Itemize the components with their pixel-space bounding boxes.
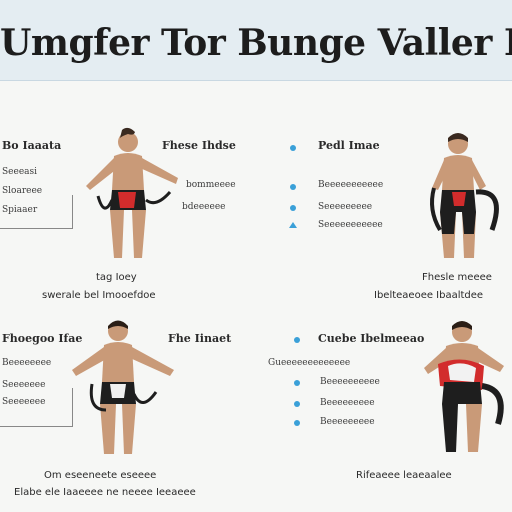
person-figure <box>430 133 499 258</box>
bullet-dot <box>294 401 300 407</box>
label: Sloareee <box>2 186 43 196</box>
label: Seeeasi <box>2 167 38 177</box>
caption: Fhesle meeee <box>422 272 492 283</box>
label: Beeeeeeeee <box>320 417 375 427</box>
label: Spiaaer <box>2 205 38 215</box>
caption: Ibelteaeoee Ibaaltdee <box>374 290 484 301</box>
label: Seeeeeee <box>2 380 46 390</box>
person-figure <box>424 321 504 452</box>
bullet-dot <box>294 380 300 386</box>
label: Seeeeeeeeeee <box>318 220 383 230</box>
caption: Rifeaeee leaeaalee <box>356 470 452 481</box>
caption: swerale bel Imooefdoe <box>42 290 156 301</box>
label: Beeeeeeeee <box>320 398 375 408</box>
bullet-dot <box>290 205 296 211</box>
label: Beeeeeeee <box>2 358 52 368</box>
page-title: Umgfer Tor Bunge Valler Budi <box>0 22 512 64</box>
label: bommeeee <box>186 180 236 190</box>
label: Gueeeeeeeeeeeee <box>268 358 351 368</box>
panel-title: Fhoegoo Ifae <box>2 332 83 345</box>
person-figure <box>86 127 178 258</box>
caption: Om eseeneete eseeee <box>44 470 157 481</box>
label: Beeeeeeeeeee <box>318 180 384 190</box>
person-figure <box>72 320 174 454</box>
label: Seeeeeeeee <box>318 202 373 212</box>
label: Beeeeeeeeee <box>320 377 380 387</box>
bullet-triangle <box>289 222 297 228</box>
label: bdeeeeee <box>182 202 226 212</box>
label: Seeeeeee <box>2 397 46 407</box>
caption: Elabe ele Iaaeeee ne neeee Ieeaeee <box>14 487 196 498</box>
caption: tag Ioey <box>96 272 137 283</box>
header-banner: Umgfer Tor Bunge Valler Budi <box>0 0 512 81</box>
bullet-dot <box>294 337 300 343</box>
panel-title: Cuebe Ibelmeeao <box>318 332 425 345</box>
bracket-line <box>0 388 73 427</box>
bullet-dot <box>294 420 300 426</box>
bullet-dot <box>290 184 296 190</box>
label: Bo Iaaata <box>2 139 62 152</box>
bracket-line <box>0 195 73 229</box>
bullet-dot <box>290 145 296 151</box>
panel-title: Fhese Ihdse <box>162 139 236 152</box>
panel-title: Pedl Imae <box>318 139 380 152</box>
panel-title: Fhe Iinaet <box>168 332 232 345</box>
